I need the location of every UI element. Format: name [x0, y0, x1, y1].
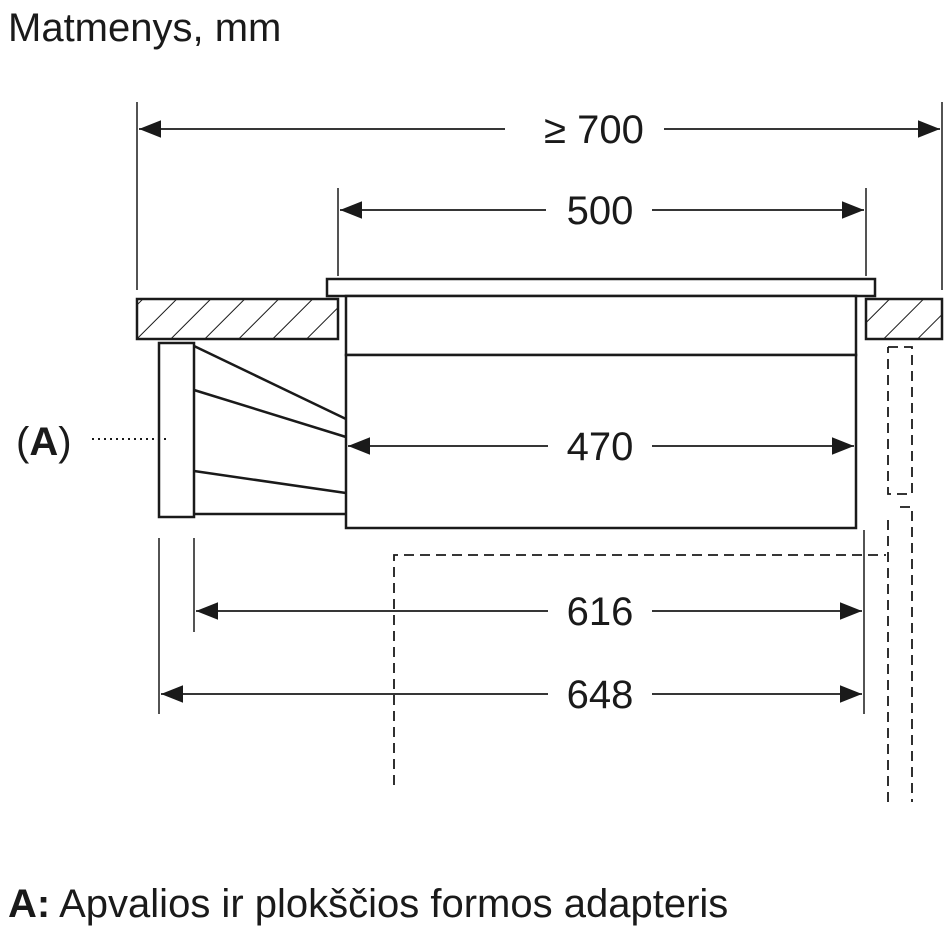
- cabinet-dashed-side-upper: [887, 346, 913, 495]
- page-title: Matmenys, mm: [8, 6, 282, 50]
- dimension-labels: ≥ 700 500 470 616 648: [544, 108, 644, 717]
- worktop-left-section: [135, 297, 340, 341]
- legend-text: Apvalios ir plokščios formos adapteris: [59, 882, 729, 926]
- dim-label-depth-adapter: 616: [567, 590, 634, 634]
- extension-lines: [136, 102, 943, 714]
- hob-housing: [344, 353, 858, 530]
- legend: A: Apvalios ir plokščios formos adapteri…: [8, 878, 728, 930]
- adapter-inner-edge-2: [193, 469, 347, 495]
- hob-upper-frame: [344, 294, 858, 357]
- cabinet-outline: [393, 346, 913, 802]
- callout-open-paren: (: [16, 420, 30, 464]
- callout-close-paren: ): [58, 420, 71, 464]
- dimension-lines: [139, 120, 940, 703]
- dim-label-hob-width: 500: [567, 189, 634, 233]
- dim-label-overall-width: ≥ 700: [544, 108, 644, 152]
- callout-a-label: (A): [16, 420, 72, 464]
- cabinet-dashed-top-left: [393, 554, 886, 785]
- hob-body: [344, 294, 858, 530]
- dim-label-unit-width: 470: [567, 425, 634, 469]
- callout-a: (A): [16, 420, 170, 464]
- cooktop-glass-plate: [325, 277, 877, 298]
- adapter-top-edge: [193, 344, 347, 421]
- callout-letter: A: [29, 420, 58, 464]
- legend-key: A:: [8, 882, 51, 926]
- worktop: [135, 297, 944, 341]
- adapter-flange: [157, 341, 196, 519]
- adapter-inner-edge-1: [193, 388, 347, 439]
- worktop-right-section: [864, 297, 944, 341]
- dim-label-depth-total: 648: [567, 673, 634, 717]
- cabinet-dashed-side-right: [900, 506, 913, 802]
- adapter-a: [157, 341, 347, 519]
